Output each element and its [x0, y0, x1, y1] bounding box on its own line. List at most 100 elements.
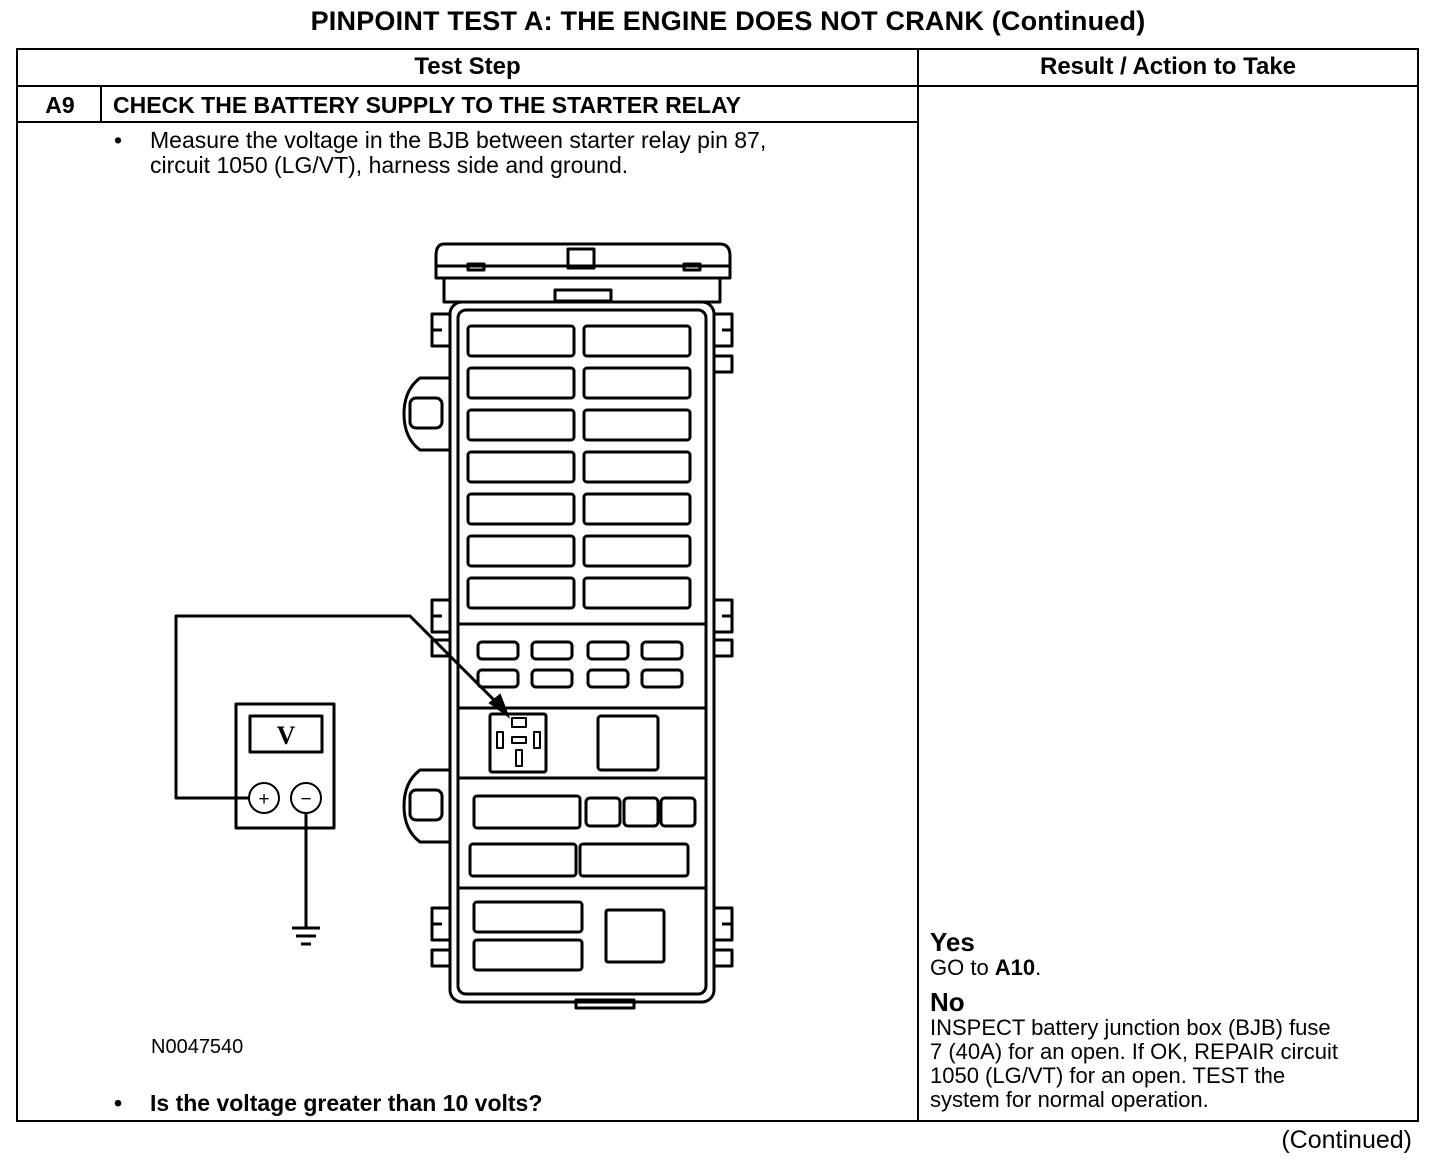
side-clip-left	[430, 948, 450, 968]
bottom-relay-socket	[604, 908, 666, 964]
bjb-label-slot	[553, 288, 613, 303]
mounting-lug-left	[402, 376, 450, 452]
maxi-fuse-slot	[582, 576, 692, 610]
relay-pin	[533, 731, 541, 749]
bjb-body-inner	[456, 308, 708, 996]
relay-socket	[596, 714, 660, 772]
no-line-3: 1050 (LG/VT) for an open. TEST the	[930, 1063, 1286, 1088]
bottom-fuse-slot	[472, 938, 584, 972]
bjb-top-notch-left	[466, 262, 486, 272]
lower-fuse-slot	[584, 796, 622, 828]
column-divider	[917, 50, 919, 1120]
yes-action-suffix: .	[1035, 955, 1042, 980]
starter-relay-socket	[488, 712, 548, 774]
voltmeter-body	[234, 702, 336, 830]
lower-fuse-slot	[659, 796, 697, 828]
maxi-fuse-slot	[582, 366, 692, 400]
step-id: A9	[45, 91, 75, 118]
relay-pin	[515, 749, 523, 767]
positive-test-lead	[174, 614, 498, 800]
bjb-bottom-tab	[574, 998, 636, 1010]
question-bullet: • Is the voltage greater than 10 volts?	[114, 1090, 543, 1116]
mounting-lug-bolt	[408, 396, 444, 430]
result-yes: Yes GO to A10.	[930, 928, 1041, 980]
figure-id: N0047540	[151, 1036, 244, 1058]
bjb-body-outer	[448, 300, 716, 1004]
mini-fuse-slot	[640, 640, 684, 661]
mini-fuse-slot	[476, 668, 520, 689]
header-test-step: Test Step	[414, 53, 521, 80]
voltmeter-display	[248, 714, 324, 754]
maxi-fuse-slot	[466, 408, 576, 442]
result-no: No INSPECT battery junction box (BJB) fu…	[930, 988, 1338, 1112]
no-line-1: INSPECT battery junction box (BJB) fuse	[930, 1015, 1331, 1040]
voltmeter-label: V	[277, 721, 296, 750]
bullet-mark: •	[114, 1090, 123, 1116]
relay-pin-87	[511, 717, 527, 728]
side-clip-left	[430, 598, 450, 634]
instruction-bullet: • Measure the voltage in the BJB between…	[114, 127, 767, 178]
minus-symbol: −	[300, 789, 311, 810]
plus-symbol: +	[258, 789, 269, 810]
no-line-2: 7 (40A) for an open. If OK, REPAIR circu…	[930, 1039, 1338, 1064]
probe-tip-arrow	[488, 693, 511, 719]
bjb-top-notch-right	[682, 262, 702, 272]
side-clip-left	[430, 312, 450, 348]
maxi-fuse-slot	[466, 534, 576, 568]
question-text: Is the voltage greater than 10 volts?	[150, 1090, 543, 1116]
maxi-fuse-slot	[466, 576, 576, 610]
header-divider	[18, 85, 1417, 87]
relay-pin	[511, 736, 527, 744]
yes-action-target: A10	[994, 955, 1036, 980]
lower-fuse-slot	[472, 794, 582, 830]
side-clip-right	[714, 354, 734, 374]
mini-fuse-slot	[530, 668, 574, 689]
lower-fuse-slot	[578, 842, 690, 878]
bullet-mark: •	[114, 127, 123, 153]
maxi-fuse-slot	[466, 366, 576, 400]
bottom-fuse-slot	[472, 900, 584, 934]
side-clip-right	[714, 638, 734, 658]
instruction-line-1: Measure the voltage in the BJB between s…	[150, 127, 767, 153]
bjb-top-tab	[566, 247, 596, 270]
mini-fuse-slot	[640, 668, 684, 689]
no-line-4: system for normal operation.	[930, 1087, 1209, 1112]
maxi-fuse-slot	[582, 324, 692, 358]
continued-footer: (Continued)	[1281, 1126, 1412, 1154]
lower-fuse-slot	[468, 842, 578, 878]
no-label: No	[930, 987, 965, 1017]
side-clip-right	[714, 598, 734, 634]
mini-fuse-slot	[586, 640, 630, 661]
page-title: PINPOINT TEST A: THE ENGINE DOES NOT CRA…	[310, 6, 1146, 36]
step-id-divider	[100, 86, 102, 122]
side-clip-right	[714, 948, 734, 968]
pinpoint-test-table: Test Step Result / Action to Take A9 CHE…	[16, 48, 1419, 1122]
mounting-lug-left	[402, 768, 450, 844]
step-title-divider	[18, 121, 918, 123]
voltmeter-minus-terminal	[290, 782, 322, 814]
mounting-lug-bolt	[408, 788, 444, 822]
lower-fuse-slot	[622, 796, 660, 828]
maxi-fuse-slot	[582, 450, 692, 484]
mini-fuse-slot	[530, 640, 574, 661]
side-clip-left	[430, 638, 450, 658]
header-result-action: Result / Action to Take	[1039, 53, 1297, 80]
instruction-line-2: circuit 1050 (LG/VT), harness side and g…	[150, 152, 629, 178]
yes-action-prefix: GO to	[930, 955, 995, 980]
mini-fuse-slot	[476, 640, 520, 661]
yes-action: GO to A10.	[930, 956, 1041, 980]
maxi-fuse-slot	[466, 450, 576, 484]
relay-pin	[496, 731, 504, 749]
side-clip-right	[714, 312, 734, 348]
maxi-fuse-slot	[582, 534, 692, 568]
side-clip-right	[714, 906, 734, 942]
step-title: CHECK THE BATTERY SUPPLY TO THE STARTER …	[113, 91, 741, 118]
maxi-fuse-slot	[466, 492, 576, 526]
maxi-fuse-slot	[582, 408, 692, 442]
yes-label: Yes	[930, 927, 975, 957]
maxi-fuse-slot	[466, 324, 576, 358]
mini-fuse-slot	[586, 668, 630, 689]
side-clip-left	[430, 906, 450, 942]
maxi-fuse-slot	[582, 492, 692, 526]
